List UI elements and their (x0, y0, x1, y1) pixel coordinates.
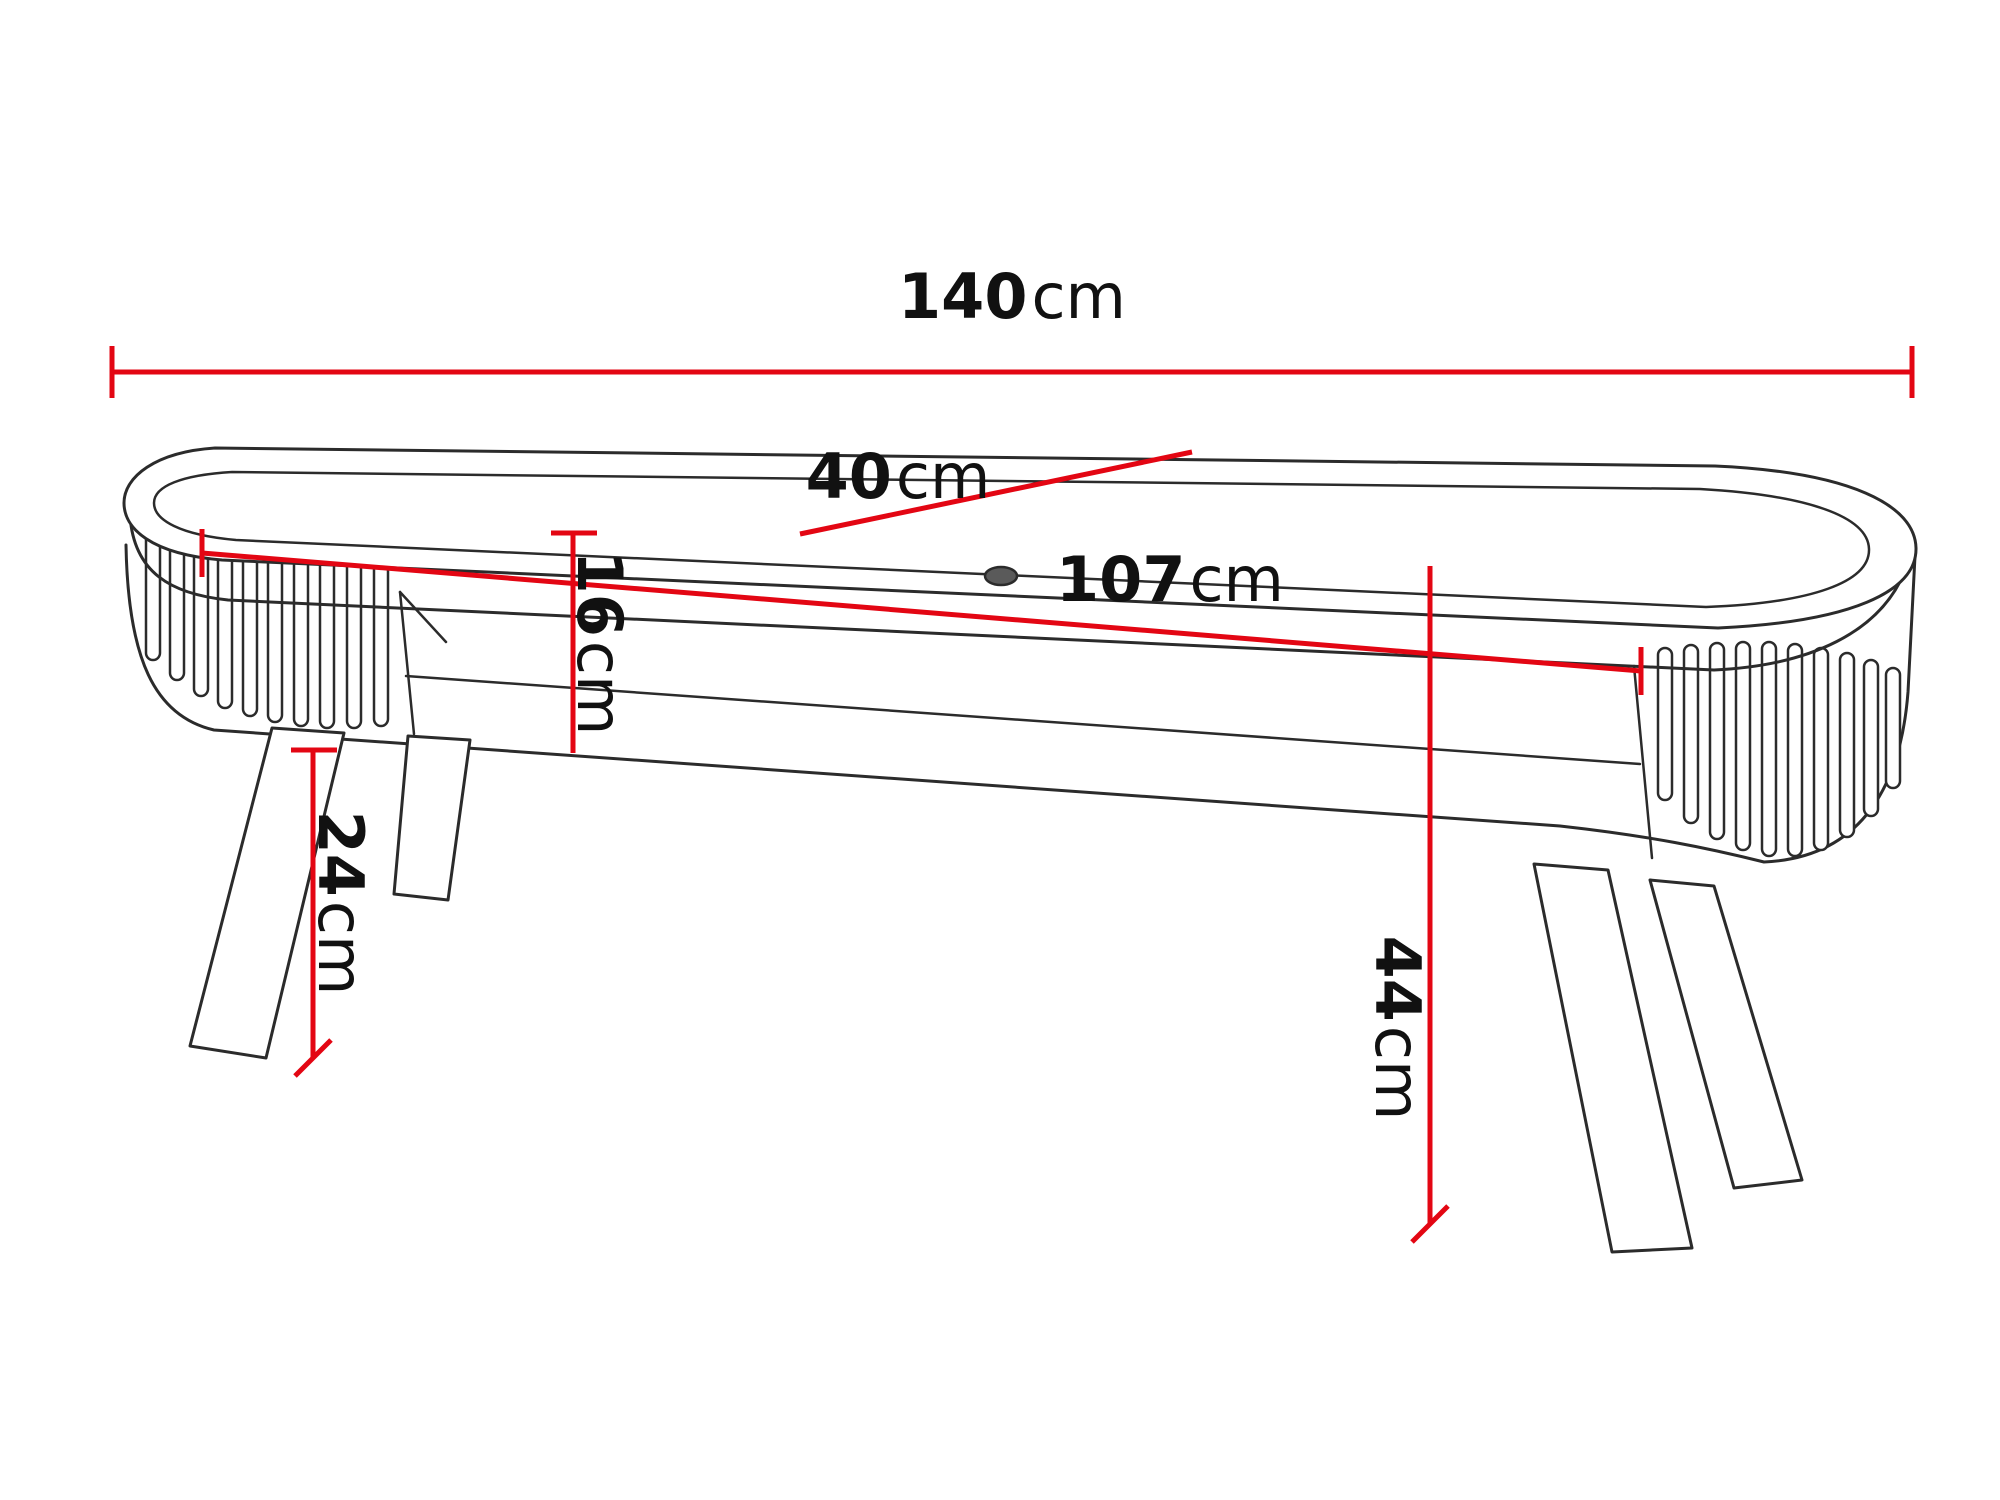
niche-inner-corner (398, 590, 448, 644)
slat (144, 530, 162, 662)
tick (1410, 1204, 1450, 1244)
left-cap-boundary (398, 590, 416, 736)
back-left-leg (392, 734, 472, 902)
dimension-niche-height-line (551, 530, 597, 753)
slat (1682, 643, 1700, 825)
slat (1884, 666, 1902, 790)
furniture-outline (122, 446, 1918, 1254)
cable-hole (983, 565, 1019, 587)
slat (1862, 658, 1880, 818)
dimension-lines (109, 346, 1915, 1244)
slat (1760, 640, 1778, 858)
back-right-leg (1648, 878, 1804, 1190)
shelf-front-edge (404, 674, 1642, 766)
slat (1838, 651, 1856, 839)
dimension-width-label: 140cm (898, 260, 1126, 333)
top-rim-bottom-edge (128, 514, 1912, 672)
tabletop-outline (122, 446, 1918, 630)
dimension-leg-height-label: 24cm (305, 811, 378, 996)
dimension-niche-height-label: 16cm (564, 551, 637, 736)
right-cap-slats (1656, 640, 1902, 858)
dimension-width-line (109, 346, 1915, 398)
slat (1786, 642, 1804, 858)
slat (1708, 641, 1726, 841)
tick (293, 1038, 333, 1078)
slat (1812, 646, 1830, 852)
dimension-depth-label: 40cm (806, 440, 991, 513)
dimension-labels: 140cm 40cm 16cm 107cm 24cm 44cm (305, 260, 1435, 1120)
dimension-depth-line (799, 449, 1193, 537)
right-cap-boundary (1632, 664, 1654, 860)
tabletop-inner-edge (152, 470, 1871, 609)
slat (372, 544, 390, 728)
dimension-total-height-line (1410, 566, 1450, 1244)
slat (1734, 640, 1752, 852)
legs (188, 726, 1804, 1254)
front-left-leg (188, 726, 346, 1060)
dimension-leg-height-line (291, 747, 337, 1078)
front-right-leg (1532, 862, 1694, 1254)
dimension-total-height-label: 44cm (1362, 936, 1435, 1121)
slat (1656, 646, 1674, 802)
dimension-inner-width-label: 107cm (1056, 543, 1284, 616)
dimension-inner-width-line (199, 529, 1644, 695)
